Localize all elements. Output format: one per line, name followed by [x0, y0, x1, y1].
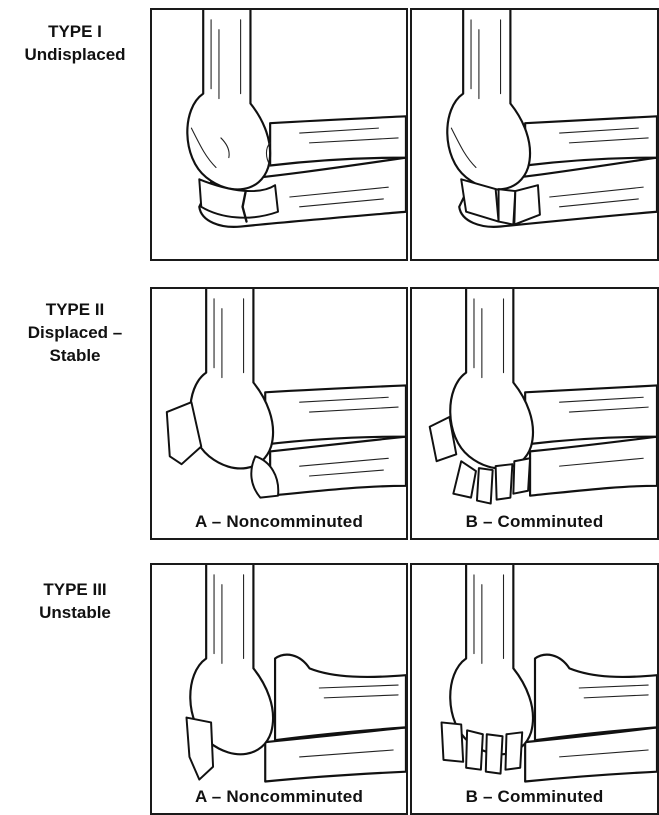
elbow-displaced-comminuted-illustration — [412, 289, 657, 538]
caption-type-2-a: A – Noncomminuted — [152, 512, 406, 532]
row-label-type-3: TYPE III Unstable — [0, 578, 150, 624]
type-2-subtitle-line-1: Displaced – — [0, 321, 150, 344]
radius-bone — [525, 116, 657, 165]
ulna-bone — [270, 437, 406, 496]
radius-bone — [265, 385, 406, 444]
radius-bone — [525, 385, 657, 444]
elbow-undisplaced-illustration — [152, 10, 406, 259]
type-3-title: TYPE III — [0, 578, 150, 601]
humerus-bone — [187, 10, 270, 189]
elbow-unstable-comminuted-illustration — [412, 565, 657, 813]
radial-head-fragment-2 — [499, 189, 516, 224]
caption-type-3-b: B – Comminuted — [412, 787, 657, 807]
panel-type-2-b: B – Comminuted — [410, 287, 659, 540]
elbow-unstable-noncomminuted-illustration — [152, 565, 406, 813]
fragment-5 — [513, 458, 530, 493]
type-1-subtitle: Undisplaced — [0, 43, 150, 66]
row-label-type-1: TYPE I Undisplaced — [0, 20, 150, 66]
panel-type-3-b: B – Comminuted — [410, 563, 659, 815]
caption-type-2-b: B – Comminuted — [412, 512, 657, 532]
humerus-bone — [447, 10, 530, 189]
panel-type-3-a: A – Noncomminuted — [150, 563, 408, 815]
ulna-bone — [530, 437, 657, 496]
panel-type-2-a: A – Noncomminuted — [150, 287, 408, 540]
panel-type-1-right — [410, 8, 659, 261]
type-1-title: TYPE I — [0, 20, 150, 43]
fragment-4 — [496, 464, 513, 499]
humerus-bone — [190, 289, 273, 468]
elbow-undisplaced-comminuted-illustration — [412, 10, 657, 259]
humerus-bone — [450, 565, 533, 754]
row-label-type-2: TYPE II Displaced – Stable — [0, 298, 150, 367]
fragment-2 — [466, 730, 483, 769]
fragment-3 — [477, 468, 493, 503]
fragment-2 — [453, 461, 476, 497]
displaced-fragment — [186, 718, 213, 780]
elbow-displaced-noncomminuted-illustration — [152, 289, 406, 538]
type-3-subtitle: Unstable — [0, 601, 150, 624]
fragment-4 — [505, 732, 522, 769]
panel-type-1-left — [150, 8, 408, 261]
caption-type-3-a: A – Noncomminuted — [152, 787, 406, 807]
type-2-subtitle-line-2: Stable — [0, 344, 150, 367]
fragment-3 — [486, 734, 503, 773]
fragment-1 — [442, 722, 464, 761]
type-2-title: TYPE II — [0, 298, 150, 321]
humerus-bone — [450, 289, 533, 468]
